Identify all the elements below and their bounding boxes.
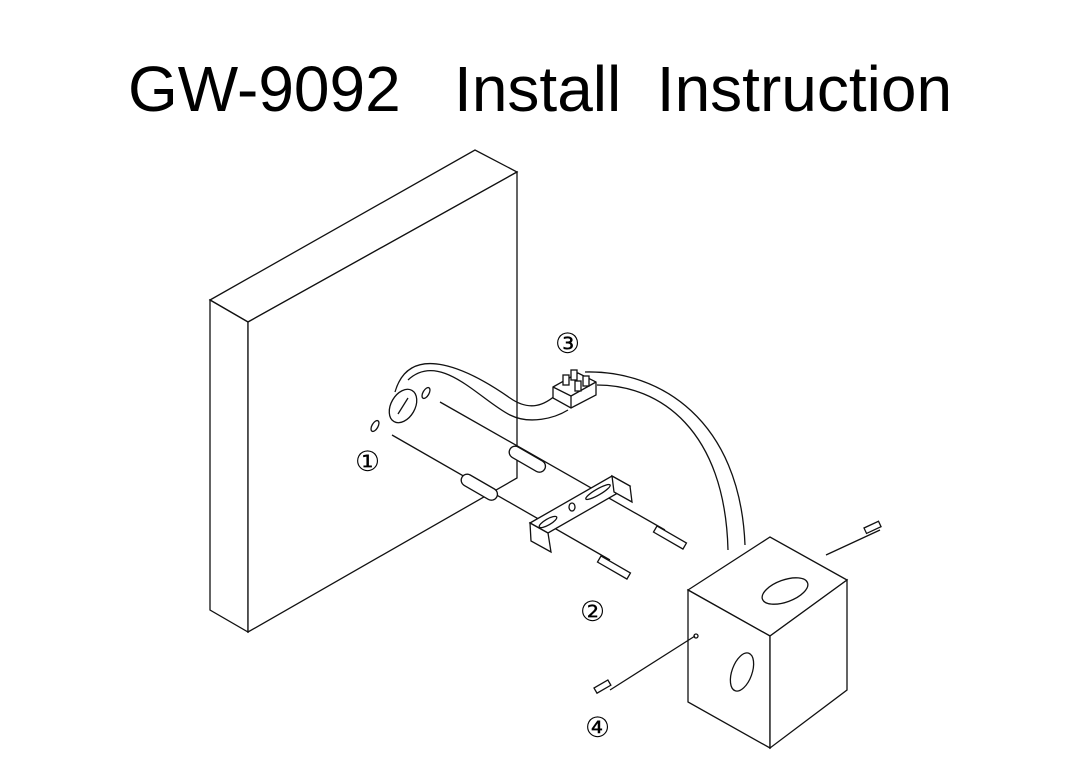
cube-screws xyxy=(593,520,882,695)
wall-holes xyxy=(370,386,431,433)
mounting-bracket xyxy=(528,474,633,554)
page-title: GW-9092 Install Instruction xyxy=(127,53,953,125)
step-2-label: ② xyxy=(580,595,606,628)
step-4-label: ④ xyxy=(585,711,611,744)
bracket-screws xyxy=(596,525,688,580)
terminal-block xyxy=(552,369,597,409)
screw-guides xyxy=(391,401,666,561)
step-3-label: ③ xyxy=(555,327,581,360)
step-1-label: ① xyxy=(355,445,381,478)
wall-panel xyxy=(208,149,519,634)
lamp-cube xyxy=(686,536,849,750)
power-wire xyxy=(394,363,746,551)
